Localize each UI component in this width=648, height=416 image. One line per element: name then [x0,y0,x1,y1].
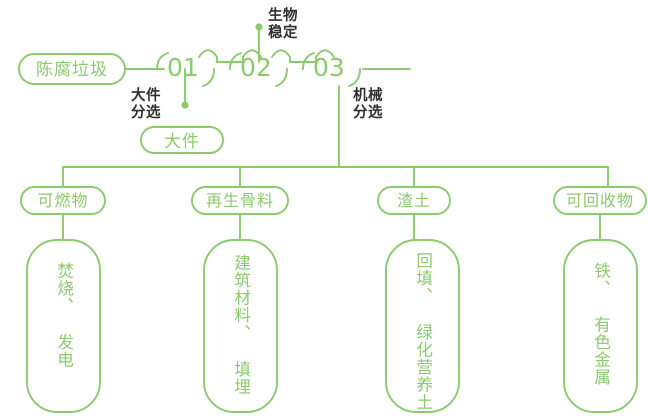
stage-02-arc-right [275,68,288,87]
outcome-box-1-shape[interactable] [26,239,101,413]
stage-number-03[interactable]: 03 [313,53,345,82]
stage-01-arc-right [202,68,215,87]
connector-01-to-02 [198,49,262,63]
stage-note-01: 大件 分选 [131,88,161,122]
outcome-box-4[interactable]: 铁、 有色金属 [564,262,637,412]
outcome-box-3-text: 回填、 绿化营养土 [413,252,432,411]
connector-02-to-03 [271,49,335,63]
bulky-pill-label: 大件 [164,132,200,151]
outcome-box-1[interactable]: 焚烧、 发电 [27,262,100,412]
stage-number-01[interactable]: 01 [167,53,199,82]
branch-pill-label-1: 可燃物 [37,193,89,210]
stage-number-02[interactable]: 02 [240,53,272,82]
dot-icon-bio [255,23,263,31]
stage-03-arc-left [302,52,315,70]
outcome-box-2-shape[interactable] [203,239,278,413]
bulky-pill-shape[interactable] [140,126,224,154]
outcome-box-1-text: 焚烧、 发电 [54,262,73,369]
outcome-box-2-text: 建筑材料、 填埋 [231,254,250,396]
outcome-box-3-shape[interactable] [385,239,460,413]
stage-02-arc-left [229,52,242,70]
branch-pill-label-3: 渣土 [396,193,431,210]
outcome-box-3[interactable]: 回填、 绿化营养土 [386,252,459,412]
source-pill-label: 陈腐垃圾 [36,60,108,79]
stage-03-arc-right [348,68,361,87]
stage-note-02: 生物 稳定 [268,8,298,42]
branch-pill-label-4: 可回收物 [565,193,634,210]
outcome-box-4-shape[interactable] [563,239,638,413]
stage-01-arc-left [156,52,169,70]
dot-icon-bulky [181,101,189,109]
outcome-box-4-text: 铁、 有色金属 [591,262,610,386]
outcome-box-2[interactable]: 建筑材料、 填埋 [204,254,277,412]
stage-note-03: 机械 分选 [353,88,383,122]
branch-pill-label-2: 再生骨料 [205,193,274,210]
